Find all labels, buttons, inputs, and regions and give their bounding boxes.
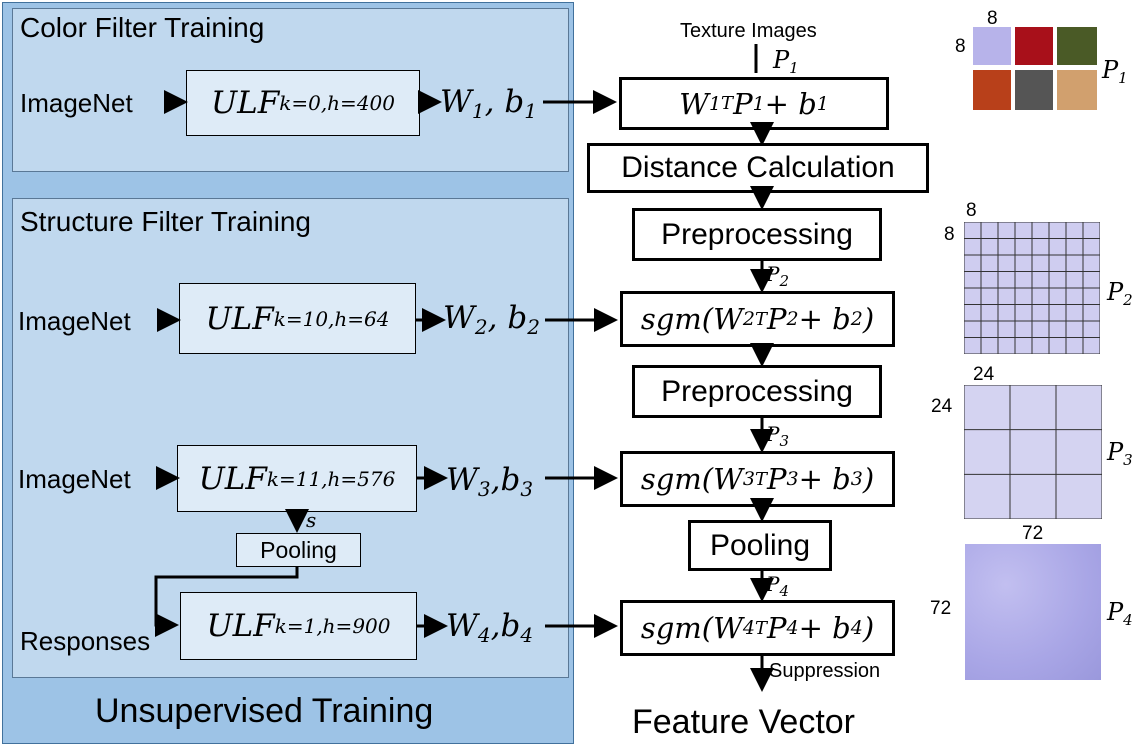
patch1-left-size: 8: [955, 36, 966, 57]
w-symbol: W: [446, 608, 478, 644]
unsupervised-training-title: Unsupervised Training: [95, 692, 434, 730]
patch1-swatches: [973, 27, 1097, 111]
feature-vector-label: Feature Vector: [632, 703, 856, 741]
patch1-label: P1: [1102, 56, 1128, 87]
structure-pooling-box: Pooling: [236, 533, 361, 567]
swatch-red: [1015, 27, 1053, 65]
swatch-gray: [1015, 70, 1053, 110]
patch2-grid: [964, 222, 1100, 354]
structure-source-label-2: ImageNet: [18, 464, 131, 494]
ulf-base: ULF: [206, 608, 275, 644]
patch3-left-size: 24: [931, 396, 953, 417]
ulf-base: ULF: [198, 460, 267, 497]
swatch-tan: [1057, 70, 1097, 110]
preprocessing-box-1: Preprocessing: [632, 208, 882, 261]
color-filter-title: Color Filter Training: [20, 12, 265, 43]
b-symbol: b: [504, 84, 525, 120]
patch4-texture: [965, 544, 1101, 680]
ulf-sub: k=0,h=400: [279, 91, 395, 115]
swatch-lavender: [973, 27, 1011, 65]
b-symbol: b: [500, 462, 521, 498]
b-index: 1: [524, 99, 537, 123]
structure-output-wb-3: W4,b4: [446, 608, 533, 647]
w-symbol: W: [446, 462, 478, 498]
b-index: 3: [520, 477, 534, 501]
patch2-label: P2: [1107, 278, 1133, 309]
patch2-top-size: 8: [966, 200, 977, 221]
ulf-base: ULF: [205, 300, 274, 337]
comma: ,: [490, 608, 501, 644]
swatch-green: [1057, 27, 1097, 65]
color-output-wb: W1, b1: [440, 84, 537, 123]
structure-source-label-3: Responses: [20, 626, 151, 656]
structure-output-wb-1: W2, b2: [443, 300, 540, 339]
w-symbol: W: [440, 84, 472, 120]
patch4-left-size: 72: [930, 598, 952, 619]
suppression-label: Suppression: [769, 660, 881, 682]
w-index: 1: [471, 99, 485, 123]
s-label: s: [306, 508, 317, 532]
ulf-sub: k=1,h=900: [274, 614, 391, 638]
b-symbol: b: [507, 300, 528, 336]
structure-source-label-1: ImageNet: [18, 306, 131, 336]
ulf-base: ULF: [210, 85, 280, 121]
patch3-label: P3: [1107, 438, 1133, 469]
comma: ,: [487, 300, 508, 336]
pipeline-input-label: Texture Images: [680, 20, 817, 42]
patch4-label: P4: [1107, 598, 1133, 629]
patch4-top-size: 72: [1022, 523, 1044, 544]
w-symbol: W: [443, 300, 475, 336]
structure-filter-title: Structure Filter Training: [20, 206, 311, 237]
comma: ,: [484, 84, 505, 120]
comma: ,: [490, 462, 501, 498]
swatch-rust: [973, 70, 1011, 110]
patch2-left-size: 8: [944, 224, 955, 245]
patch1-top-size: 8: [987, 8, 998, 29]
w-index: 4: [477, 623, 491, 647]
ulf-sub: k=10,h=64: [273, 306, 390, 331]
ulf-sub: k=11,h=576: [266, 466, 396, 491]
w-index: 3: [477, 477, 491, 501]
b-symbol: b: [500, 608, 521, 644]
color-source-label: ImageNet: [20, 88, 133, 118]
structure-output-wb-2: W3,b3: [446, 462, 533, 501]
pipeline-p1-label: P1: [773, 46, 799, 77]
patch3-top-size: 24: [973, 364, 995, 385]
patch3-grid: [964, 385, 1102, 519]
b-index: 2: [527, 315, 540, 339]
b-index: 4: [520, 623, 534, 647]
arrow-pooling-ulf4: [154, 567, 299, 637]
grid-background: [964, 385, 1102, 519]
w-index: 2: [474, 315, 488, 339]
